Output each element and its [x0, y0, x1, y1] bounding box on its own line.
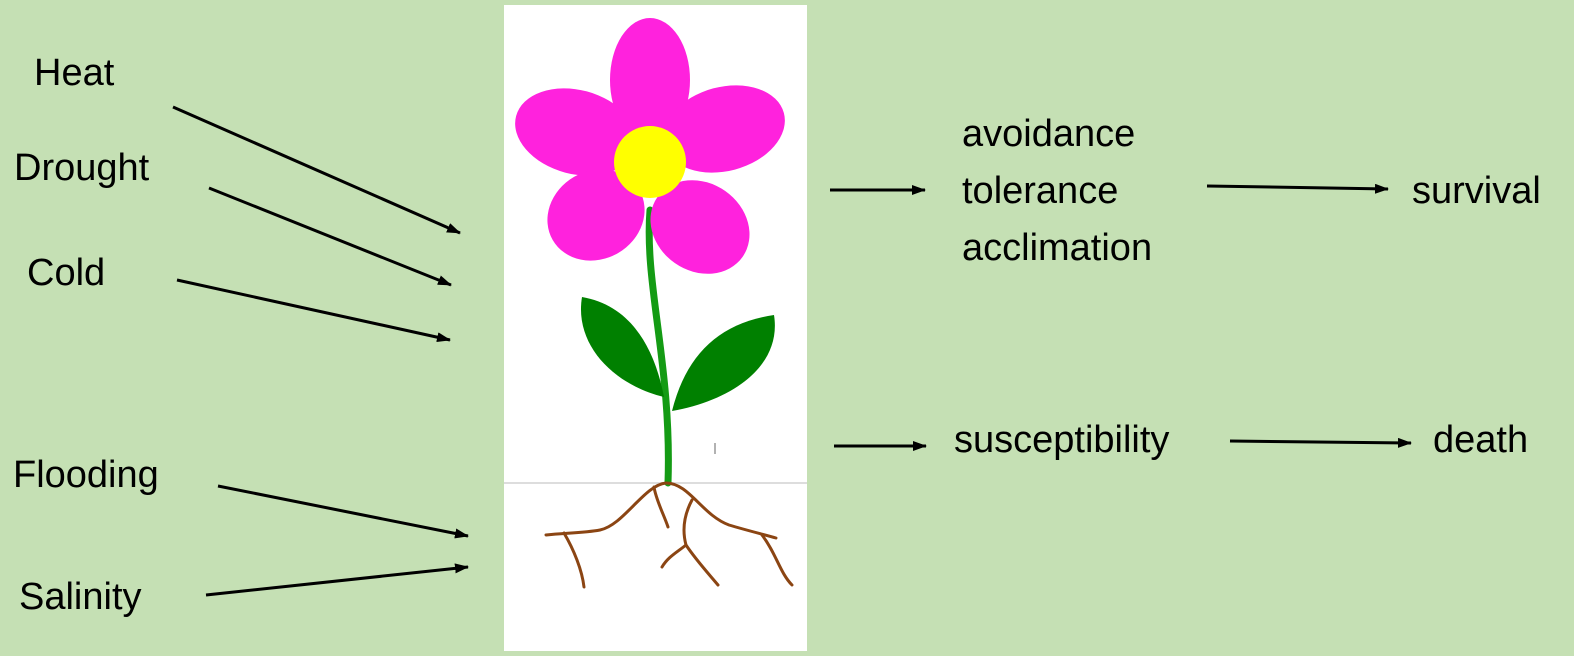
arrow-flooding: [218, 486, 468, 536]
response-label-susceptibility: susceptibility: [954, 421, 1169, 459]
arrow-heat: [173, 107, 460, 233]
outcome-label-death: death: [1433, 421, 1528, 459]
arrow-salinity: [206, 567, 468, 595]
outcome-label-survival: survival: [1412, 172, 1541, 210]
arrow-drought: [209, 188, 451, 285]
arrow-positive-to-survival: [1207, 186, 1388, 189]
response-label-tolerance: tolerance: [962, 172, 1118, 210]
arrow-cold: [177, 280, 450, 340]
response-label-acclimation: acclimation: [962, 229, 1152, 267]
arrow-negative-to-death: [1230, 441, 1411, 443]
response-label-avoidance: avoidance: [962, 115, 1135, 153]
